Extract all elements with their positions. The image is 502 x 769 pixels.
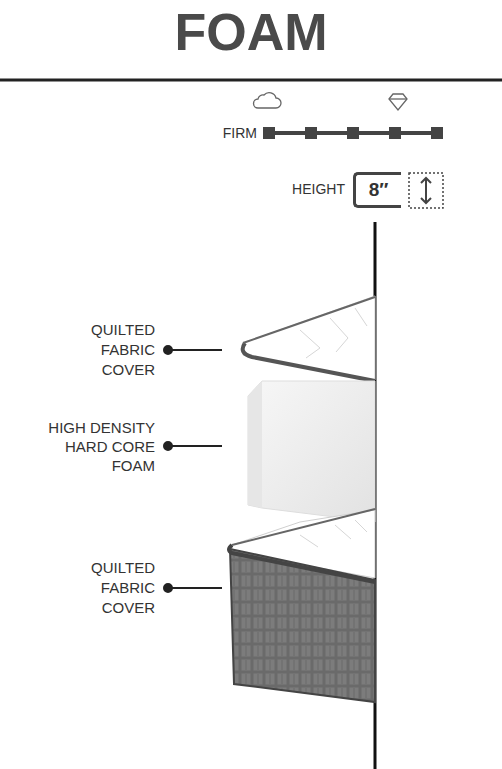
- height-value: 8″: [369, 179, 389, 201]
- foam-core: [248, 381, 375, 522]
- bottom-mattress: [229, 509, 375, 702]
- height-arrow-icon: [409, 173, 443, 208]
- part-label: QUILTED FABRIC COVER: [75, 320, 155, 380]
- title: FOAM: [0, 2, 502, 62]
- diamond-icon: [389, 94, 407, 110]
- scale-label: FIRM: [195, 125, 257, 142]
- height-box: 8″: [353, 172, 401, 208]
- part-label: HIGH DENSITY HARD CORE FOAM: [35, 418, 155, 475]
- firmness-scale: [263, 127, 443, 139]
- leader-lines: [164, 346, 222, 592]
- divider-line: [0, 79, 502, 82]
- part-label: QUILTED FABRIC COVER: [75, 558, 155, 618]
- scale-label: HEIGHT: [275, 181, 345, 198]
- cloud-icon: [254, 93, 282, 108]
- top-cover: [243, 296, 375, 381]
